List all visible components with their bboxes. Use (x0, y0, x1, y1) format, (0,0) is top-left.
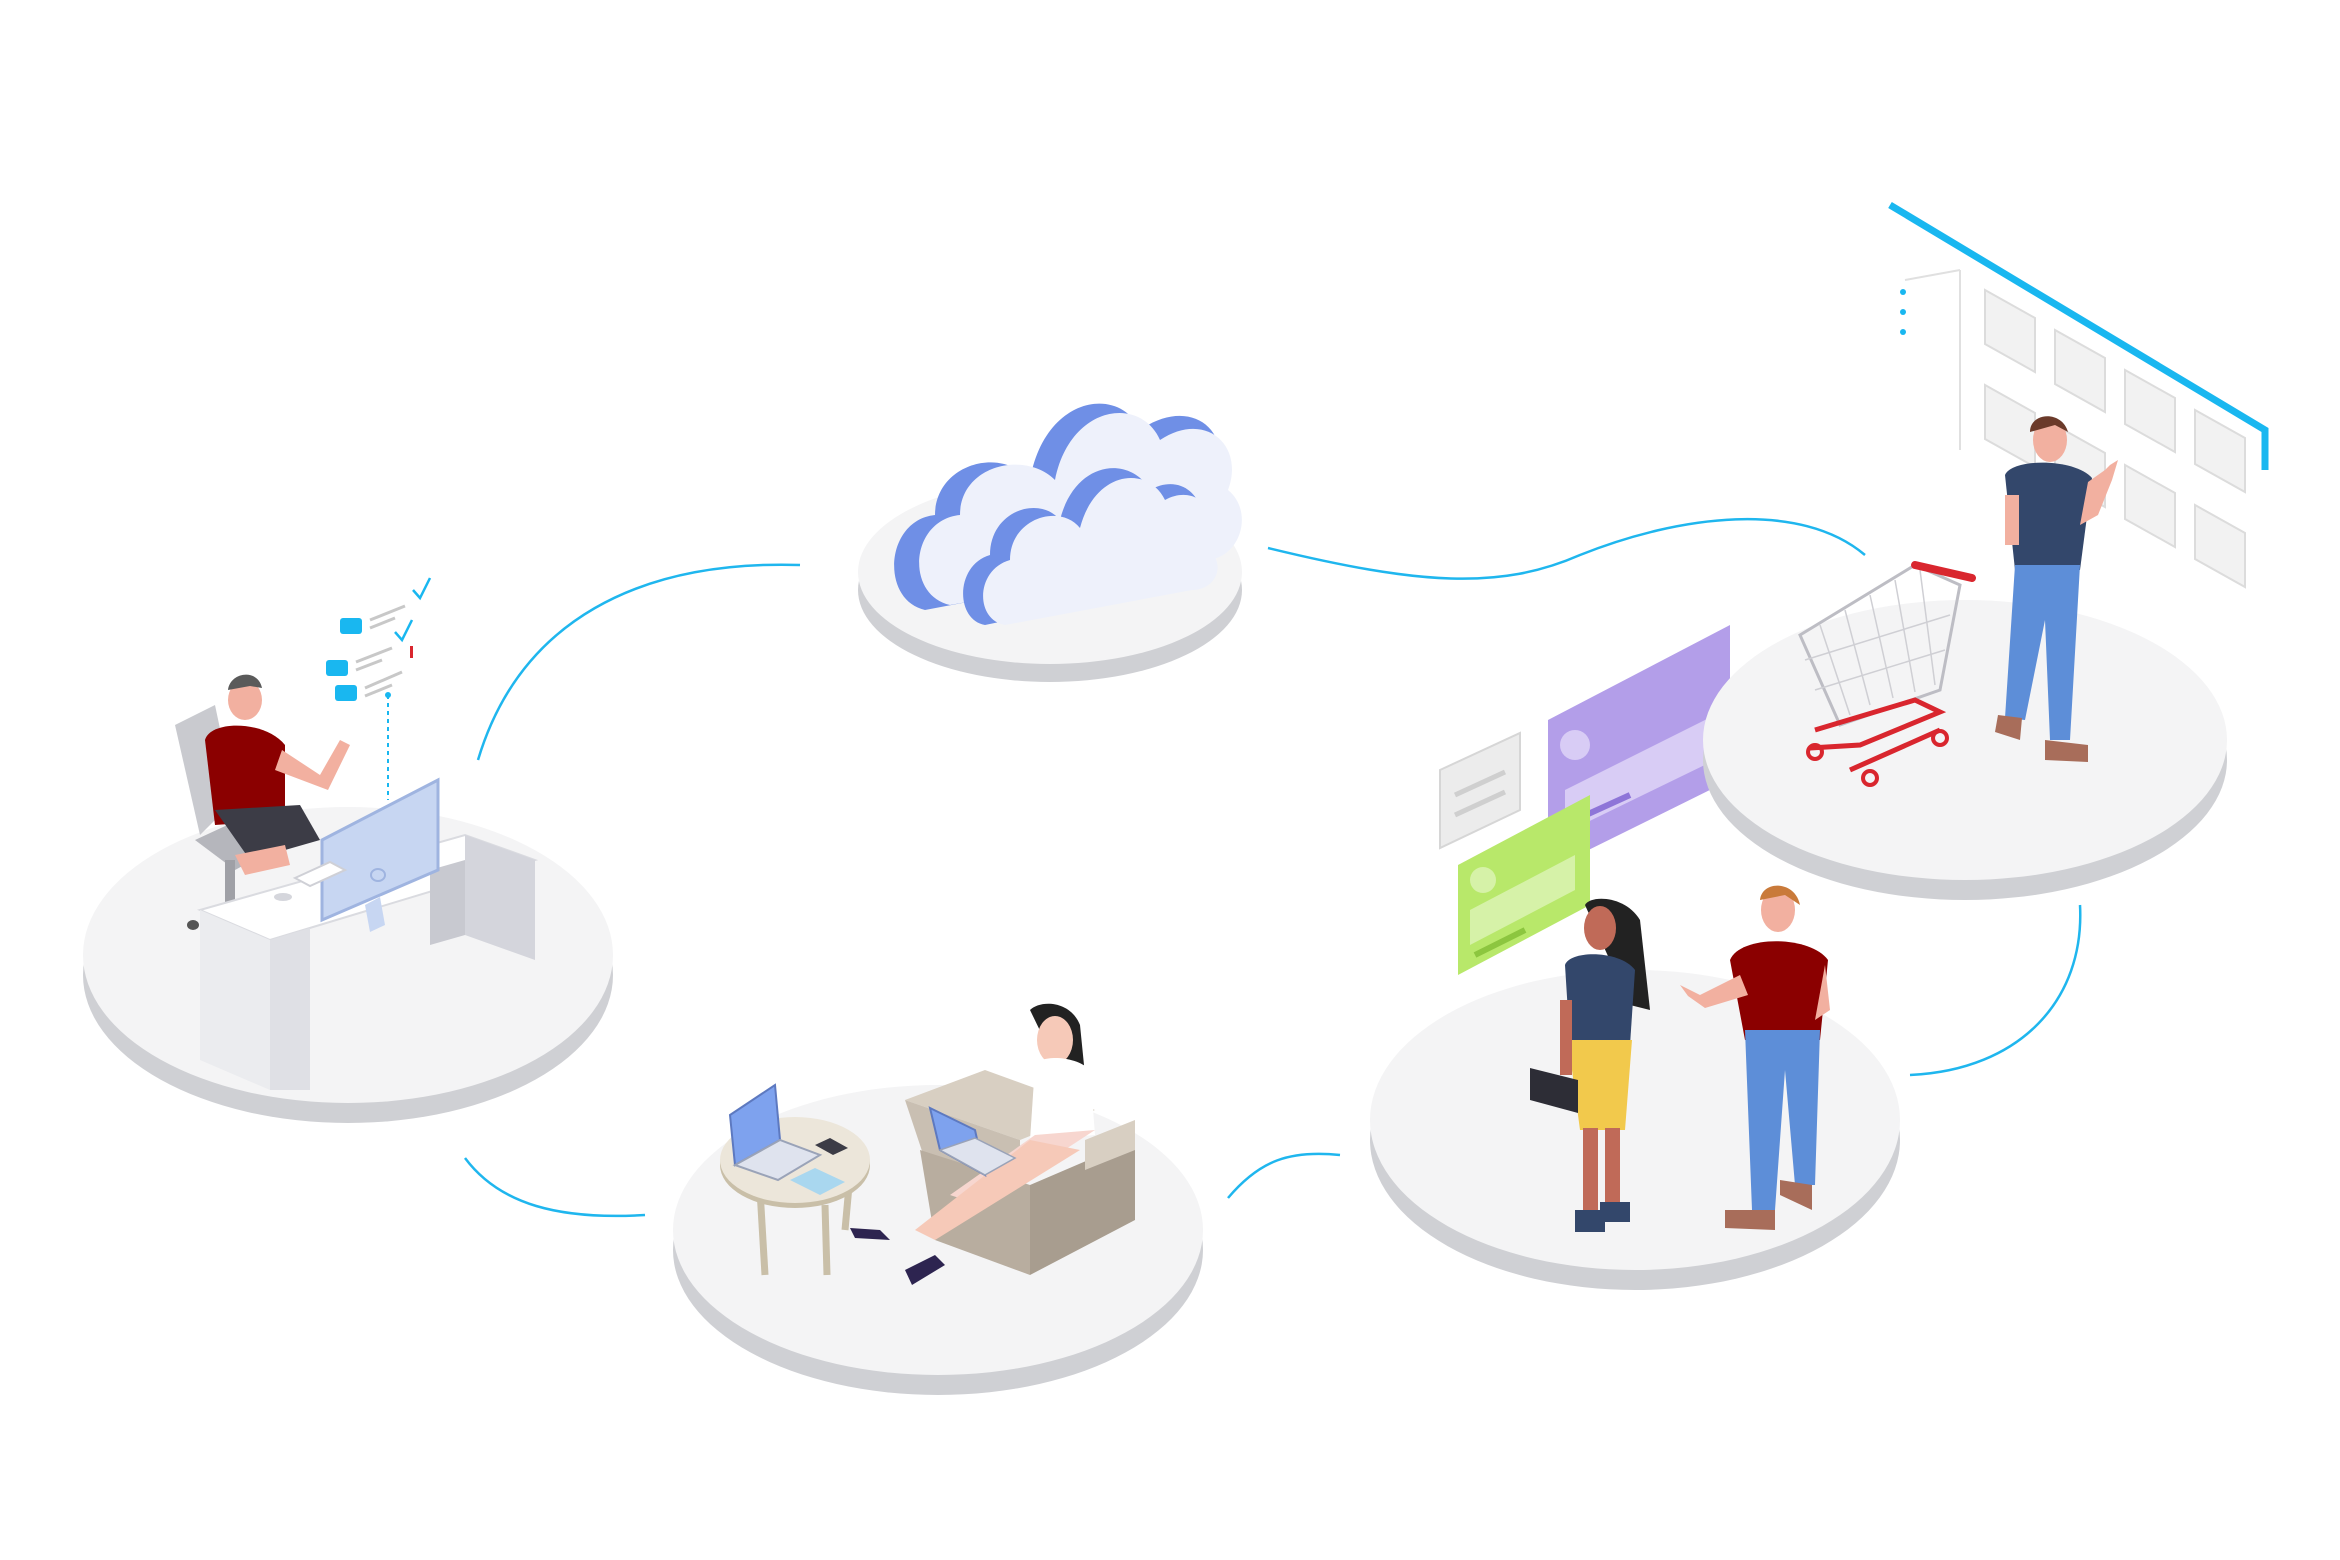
alert-marker-icon (410, 646, 413, 658)
product-tile (2054, 328, 2106, 414)
shoe-icon (1575, 1210, 1605, 1232)
task-list-graphic (326, 577, 432, 800)
product-tile (1984, 288, 2036, 374)
product-tile (2124, 368, 2176, 454)
floating-cards (1439, 625, 1730, 975)
keyboard-icon (292, 860, 348, 888)
sofa-scene (720, 1003, 1135, 1285)
connector-cloud-shopper (1267, 517, 1866, 580)
shoe-icon (905, 1255, 945, 1285)
sofa-woman (850, 1003, 1095, 1285)
shoe-icon (1725, 1210, 1775, 1230)
shoe-icon (850, 1228, 890, 1240)
cloud-icon (894, 403, 1242, 625)
connector-customers-shopper (1909, 904, 2082, 1077)
customers-scene (1530, 885, 1830, 1232)
product-tile (2194, 503, 2246, 589)
product-tile (1984, 383, 2036, 469)
card-icon (1458, 795, 1590, 975)
mouse-icon (274, 893, 292, 901)
checkmark-icon (394, 619, 414, 643)
customer-woman (1530, 898, 1650, 1232)
phone-icon (815, 1138, 848, 1155)
platform-shopper (1703, 600, 2227, 900)
desk-man (205, 674, 350, 875)
shopper-man (1995, 416, 2118, 762)
shopping-cart-icon (1798, 561, 1976, 787)
product-tile (2194, 408, 2246, 494)
connector-lines (463, 517, 2082, 1218)
desk-worker-scene (175, 577, 539, 1090)
customer-man (1680, 885, 1830, 1230)
connector-desk-sofa (463, 1157, 646, 1218)
shoe-icon (2045, 740, 2088, 762)
side-table (720, 1083, 870, 1276)
checkmark-icon (412, 577, 432, 601)
tablet-icon (1530, 1068, 1578, 1113)
task-item (340, 577, 432, 634)
notepad-icon (790, 1168, 845, 1195)
menu-dots-icon (1900, 289, 1906, 335)
product-tile (2124, 463, 2176, 549)
shoe-icon (1995, 715, 2022, 740)
shoe-icon (1600, 1202, 1630, 1222)
desk (197, 833, 539, 1090)
laptop-icon (728, 1083, 823, 1182)
connector-sofa-customers (1227, 1152, 1341, 1199)
card-icon (1439, 731, 1521, 850)
shoe-icon (1780, 1180, 1812, 1210)
task-item (326, 619, 414, 676)
task-item (335, 646, 413, 701)
connector-cloud-desk (476, 563, 801, 761)
desktop-computer-icon (320, 777, 440, 932)
